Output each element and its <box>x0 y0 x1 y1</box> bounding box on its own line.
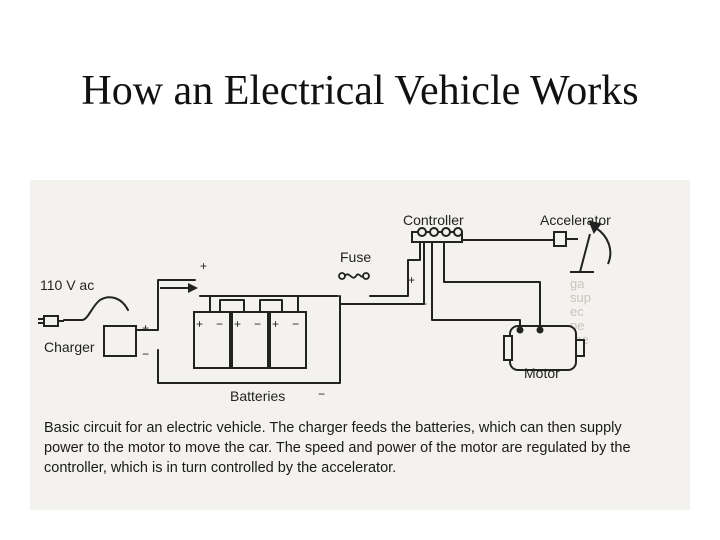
wire-motor-a <box>431 239 521 329</box>
charger-box <box>103 325 137 357</box>
battery-2 <box>231 311 269 369</box>
battery-2-plus-sign: + <box>234 317 241 331</box>
svg-text:ga: ga <box>570 276 585 291</box>
battery-3-minus-sign: − <box>292 317 299 331</box>
fuse-label: Fuse <box>340 249 371 265</box>
motor-label: Motor <box>524 365 560 381</box>
wire-charger <box>127 279 196 331</box>
charger-plus-sign: + <box>142 321 149 335</box>
controller-minus-sign: − <box>420 297 427 311</box>
battery-pack <box>193 311 307 369</box>
wire-battery-link-2 <box>219 299 245 313</box>
battery-3-plus-sign: + <box>272 317 279 331</box>
battery-2-minus-sign: − <box>254 317 261 331</box>
wire-plug-lead <box>63 296 129 321</box>
plug-icon <box>38 315 64 327</box>
source-label: 110 V ac <box>40 277 94 293</box>
wire-controller-negative <box>339 239 425 305</box>
bus-plus-sign: + <box>200 259 207 273</box>
charger-minus-sign: − <box>142 347 149 361</box>
charge-arrow <box>160 283 198 293</box>
controller-plus-sign: + <box>408 273 415 287</box>
wire-battery-link-3 <box>259 299 283 313</box>
battery-1-minus-sign: − <box>216 317 223 331</box>
wire-negative <box>157 295 341 384</box>
battery-1-plus-sign: + <box>196 317 203 331</box>
svg-text:sup: sup <box>570 290 591 305</box>
circuit-svg: ga sup ec pe ree <box>38 212 612 404</box>
figure-caption: Basic circuit for an electric vehicle. T… <box>44 420 631 476</box>
batteries-label: Batteries <box>230 388 285 404</box>
wire-motor-b <box>443 239 541 329</box>
circuit-diagram: ga sup ec pe ree <box>30 180 690 510</box>
fuse-icon <box>338 272 370 280</box>
slide-title: How an Electrical Vehicle Works <box>81 68 639 114</box>
wire-fuse-to-controller <box>369 239 421 297</box>
charger-label: Charger <box>44 339 95 355</box>
motor-icon <box>503 325 585 371</box>
accelerator-label: Accelerator <box>540 212 611 228</box>
controller-label: Controller <box>403 212 464 228</box>
controller-unit <box>411 227 463 243</box>
battery-3 <box>269 311 307 369</box>
return-minus-sign: − <box>318 387 325 401</box>
svg-text:ec: ec <box>570 304 584 319</box>
accelerator-pedal-icon <box>553 220 612 273</box>
battery-1 <box>193 311 231 369</box>
